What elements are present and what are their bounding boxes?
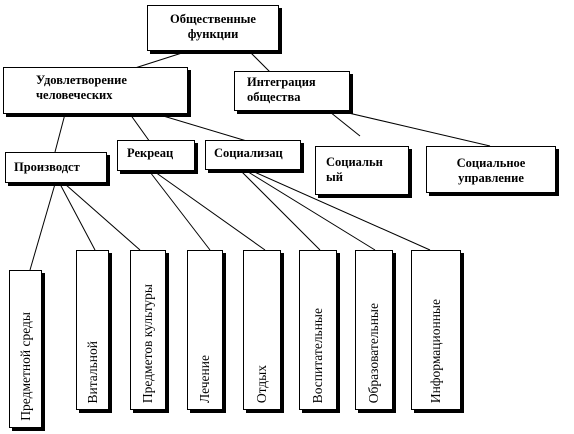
root-node-line2: функции	[187, 27, 239, 41]
node-social-management-line2: управление	[458, 171, 524, 185]
connector-root-left	[134, 51, 186, 69]
node-social-management-line1: Социальное	[456, 156, 526, 170]
node-recreation-label: Рекреац	[127, 146, 174, 160]
leaf-treatment-label: Лечение	[197, 355, 212, 403]
connector-soc-leaf6	[239, 169, 321, 251]
root-node-line1: Общественные	[170, 12, 256, 26]
leaf-vital: Витальной	[76, 250, 109, 410]
connector-rec-leaf5	[154, 171, 266, 251]
node-human-needs-line2: человеческих	[36, 88, 113, 102]
connector-root-right	[249, 51, 271, 73]
leaf-vital-label: Витальной	[84, 340, 100, 404]
leaf-educational-upbringing-label: Воспитательные	[310, 307, 325, 403]
leaf-rest-label: Отдых	[254, 364, 269, 403]
node-social-control-line1: Социальн	[326, 155, 383, 169]
node-human-needs-line1: Удовлетворение	[36, 73, 127, 87]
leaf-cultural-objects-label: Предметов культуры	[140, 283, 155, 403]
leaf-object-environment-label: Предметной среды	[17, 312, 33, 421]
root-node: Общественные функции	[147, 5, 279, 51]
connector-prod-leaf3	[64, 183, 141, 251]
node-society-integration: Интеграция общества	[234, 71, 350, 111]
leaf-rest: Отдых	[243, 250, 281, 410]
leaf-educational-label: Образовательные	[366, 302, 381, 403]
connector-prod-leaf1	[29, 183, 56, 271]
connector-left-recreation	[129, 113, 151, 143]
node-production: Производст	[5, 152, 107, 183]
connector-rec-leaf4	[149, 171, 211, 251]
connector-right-control	[329, 111, 361, 137]
leaf-object-environment: Предметной среды	[9, 270, 42, 428]
node-socialization-label: Социализац	[214, 146, 283, 160]
connector-soc-leaf8	[249, 169, 431, 251]
node-social-control-line2: ый	[326, 170, 343, 184]
connector-soc-leaf7	[244, 169, 376, 251]
node-production-label: Производст	[14, 160, 80, 174]
leaf-cultural-objects: Предметов культуры	[130, 250, 166, 410]
connector-prod-leaf2	[59, 183, 96, 251]
node-society-integration-line1: Интеграция	[247, 75, 316, 89]
node-society-integration-line2: общества	[247, 90, 301, 104]
leaf-informational: Информационные	[411, 250, 461, 410]
leaf-treatment: Лечение	[187, 250, 223, 410]
leaf-educational: Образовательные	[355, 250, 393, 410]
leaf-educational-upbringing: Воспитательные	[299, 250, 337, 410]
connector-left-production	[54, 113, 66, 153]
connector-left-socialization	[149, 111, 251, 143]
node-social-management: Социальное управление	[426, 146, 556, 193]
node-human-needs: Удовлетворение человеческих	[3, 67, 188, 114]
leaf-informational-label: Информационные	[428, 298, 443, 403]
connector-right-management	[309, 103, 491, 147]
node-social-control: Социальн ый	[315, 146, 409, 195]
node-socialization: Социализац	[205, 140, 301, 170]
node-recreation: Рекреац	[117, 140, 195, 171]
